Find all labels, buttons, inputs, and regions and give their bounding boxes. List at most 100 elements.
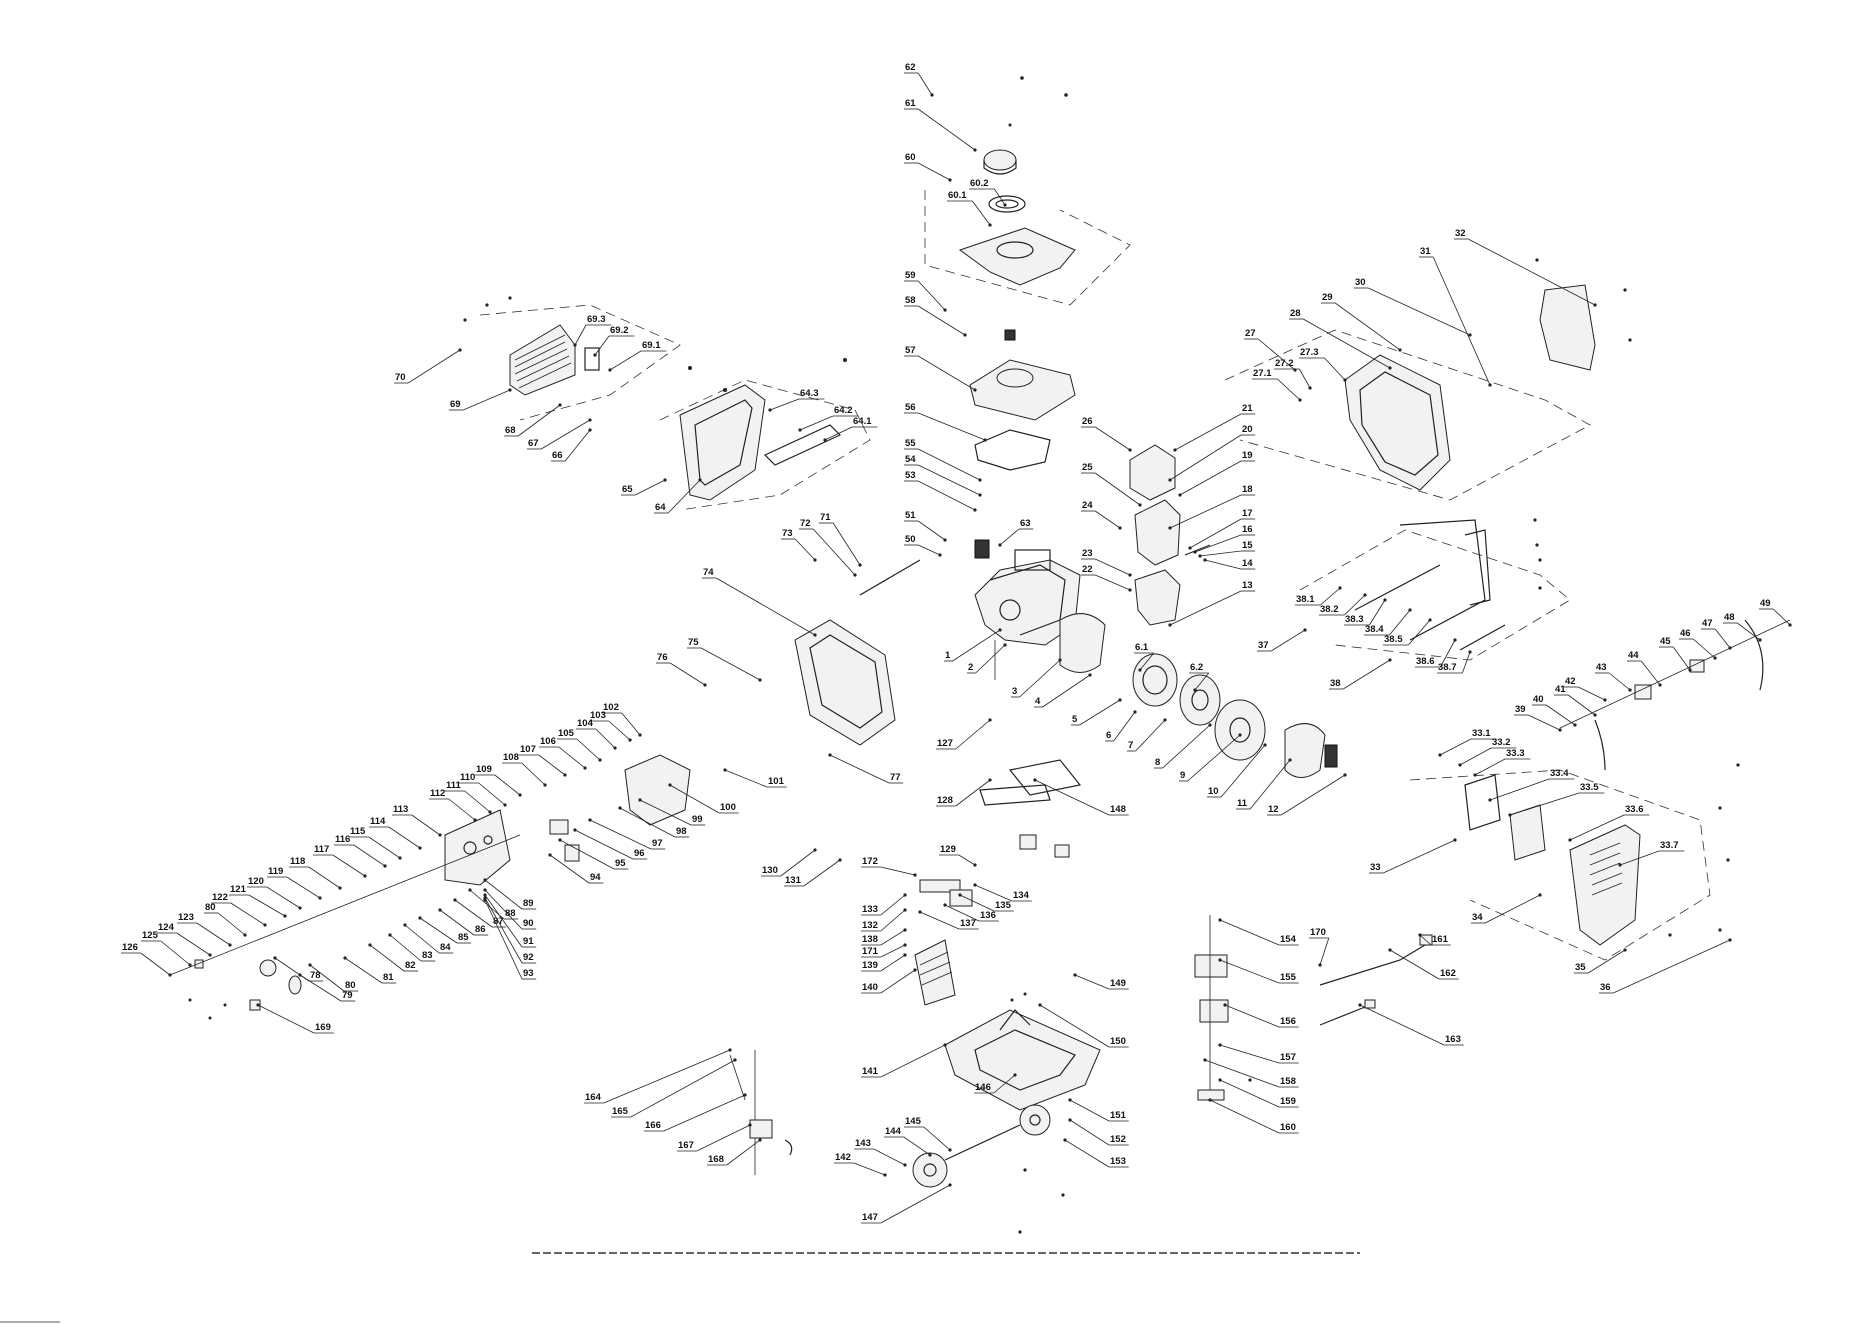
leader-dot bbox=[1623, 948, 1627, 952]
callout-41: 41 bbox=[1554, 684, 1597, 717]
callout-60-2: 60.2 bbox=[969, 178, 1007, 207]
callout-87: 87 bbox=[453, 898, 507, 928]
leader-dot bbox=[418, 846, 422, 850]
callout-2: 2 bbox=[967, 643, 1007, 674]
callout-50: 50 bbox=[904, 534, 942, 557]
callout-number: 66 bbox=[552, 450, 563, 461]
callout-number: 130 bbox=[762, 865, 778, 876]
leader-dot bbox=[613, 746, 617, 750]
leader-dot bbox=[828, 753, 832, 757]
leader-line bbox=[1249, 759, 1291, 810]
callout-number: 38 bbox=[1330, 678, 1341, 689]
leader-line bbox=[812, 528, 856, 576]
callout-number: 119 bbox=[268, 866, 283, 877]
callout-38: 38 bbox=[1329, 658, 1392, 690]
callout-36: 36 bbox=[1599, 938, 1732, 994]
leader-line bbox=[1342, 659, 1391, 690]
callout-153: 153 bbox=[1063, 1138, 1129, 1168]
callout-112: 112 bbox=[429, 788, 477, 822]
leader-dot bbox=[903, 1163, 907, 1167]
callout-number: 54 bbox=[905, 454, 916, 465]
leader-line bbox=[344, 957, 383, 984]
leader-line bbox=[484, 889, 523, 930]
leader-line bbox=[917, 72, 933, 96]
callout-27-2: 27.2 bbox=[1274, 358, 1312, 390]
handle-frame bbox=[1299, 519, 1571, 661]
callout-number: 172 bbox=[862, 856, 878, 867]
engine bbox=[974, 539, 1081, 680]
leader-line bbox=[1613, 939, 1731, 994]
leader-line bbox=[484, 894, 523, 948]
leader-line bbox=[701, 647, 761, 681]
leader-dot bbox=[368, 943, 372, 947]
callout-107: 107 bbox=[519, 744, 567, 777]
callout-66: 66 bbox=[551, 428, 592, 462]
callout-95: 95 bbox=[558, 838, 629, 870]
leader-line bbox=[880, 954, 906, 972]
leader-dot bbox=[930, 93, 934, 97]
leader-dot bbox=[948, 1148, 952, 1152]
callout-75: 75 bbox=[687, 637, 762, 682]
leader-line bbox=[880, 1044, 946, 1078]
callout-121: 121 bbox=[229, 884, 287, 918]
callout-30: 30 bbox=[1354, 277, 1472, 337]
callout-38-4: 38.4 bbox=[1364, 608, 1412, 636]
callout-137: 137 bbox=[918, 910, 979, 930]
callout-number: 43 bbox=[1596, 662, 1607, 673]
leader-line bbox=[1383, 839, 1456, 874]
callout-labels: 62616060.260.159585756555453515063123456… bbox=[121, 62, 1792, 1224]
callout-145: 145 bbox=[904, 1116, 952, 1152]
callout-110: 110 bbox=[459, 772, 507, 807]
leader-dot bbox=[1068, 1118, 1072, 1122]
leader-dot bbox=[1713, 656, 1717, 660]
callout-91: 91 bbox=[483, 893, 537, 948]
leader-line bbox=[919, 911, 960, 930]
callout-42: 42 bbox=[1564, 676, 1607, 702]
leader-line bbox=[667, 479, 701, 514]
leader-dot bbox=[1223, 1003, 1227, 1007]
leader-line bbox=[1257, 338, 1296, 371]
leader-dot bbox=[858, 563, 862, 567]
leader-line bbox=[999, 528, 1020, 546]
callout-number: 7 bbox=[1128, 740, 1133, 751]
leader-dot bbox=[1388, 658, 1392, 662]
leader-line bbox=[952, 629, 1001, 662]
leader-line bbox=[1439, 738, 1472, 756]
wheels bbox=[912, 1104, 1051, 1188]
leader-line bbox=[1320, 587, 1341, 606]
leader-dot bbox=[1398, 348, 1402, 352]
callout-number: 6.1 bbox=[1135, 642, 1149, 653]
leader-line bbox=[1204, 1059, 1280, 1088]
callout-number: 143 bbox=[855, 1138, 871, 1149]
leader-line bbox=[484, 879, 523, 910]
leader-dot bbox=[1453, 838, 1457, 842]
leader-dot bbox=[1288, 758, 1292, 762]
leader-dot bbox=[1118, 526, 1122, 530]
leader-dot bbox=[468, 888, 472, 892]
callout-number: 88 bbox=[505, 908, 516, 919]
callout-number: 167 bbox=[678, 1140, 694, 1151]
leader-dot bbox=[1358, 1003, 1362, 1007]
leader-line bbox=[1334, 302, 1401, 351]
callout-84: 84 bbox=[403, 923, 454, 954]
leader-line bbox=[1474, 758, 1506, 776]
callout-number: 16 bbox=[1242, 524, 1253, 535]
leader-dot bbox=[588, 418, 592, 422]
leader-dot bbox=[938, 553, 942, 557]
callout-22: 22 bbox=[1081, 564, 1132, 592]
leader-dot bbox=[1063, 1138, 1067, 1142]
leader-dot bbox=[988, 778, 992, 782]
callout-number: 38.1 bbox=[1296, 594, 1315, 605]
electronic-boxes bbox=[1194, 915, 1229, 1101]
leader-dot bbox=[1208, 1098, 1212, 1102]
callout-number: 76 bbox=[657, 652, 668, 663]
callout-117: 117 bbox=[313, 844, 367, 878]
callout-40: 40 bbox=[1532, 694, 1577, 727]
callout-number: 17 bbox=[1242, 508, 1253, 519]
leader-dot bbox=[1303, 628, 1307, 632]
leader-line bbox=[944, 904, 980, 922]
leader-line bbox=[1095, 574, 1131, 591]
callout-82: 82 bbox=[368, 943, 419, 972]
leader-dot bbox=[913, 873, 917, 877]
leader-line bbox=[1064, 1139, 1110, 1168]
